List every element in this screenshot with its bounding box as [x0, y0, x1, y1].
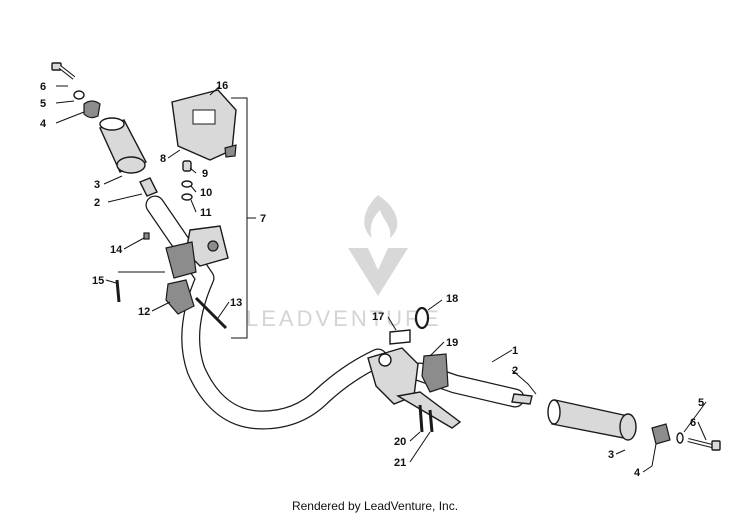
grip-insert-lower — [511, 393, 533, 405]
part-label-10: 10 — [200, 187, 212, 199]
part-label-19: 19 — [446, 337, 458, 349]
part-label-14: 14 — [110, 244, 123, 256]
watermark-text: LEADVENTURE — [246, 306, 442, 331]
part-label-6-lower: 6 — [690, 417, 696, 429]
part-label-3-lower: 3 — [608, 449, 614, 461]
bar-end-weight-lower — [651, 423, 671, 445]
screw-13 — [194, 296, 228, 330]
screw-20 — [418, 404, 424, 433]
lock-washer — [181, 180, 193, 188]
washer-lower — [676, 432, 684, 444]
switch-assembly — [165, 225, 229, 279]
set-screw — [182, 160, 192, 172]
footer-credit: Rendered by LeadVenture, Inc. — [291, 499, 459, 513]
switch-cover — [171, 89, 237, 161]
part-label-5-upper: 5 — [40, 98, 46, 110]
part-label-7: 7 — [260, 213, 266, 225]
part-label-3-upper: 3 — [94, 179, 100, 191]
part-label-4-lower: 4 — [634, 467, 641, 479]
grip-lower — [547, 399, 637, 441]
end-bolt-upper — [51, 62, 76, 80]
bar-end-weight-upper — [83, 100, 101, 119]
part-label-4-upper: 4 — [40, 118, 47, 130]
decal — [389, 329, 411, 345]
part-label-12: 12 — [138, 306, 150, 318]
end-bolt-lower — [687, 438, 721, 451]
part-label-18: 18 — [446, 293, 458, 305]
part-label-1: 1 — [512, 345, 518, 357]
part-label-2-lower: 2 — [512, 365, 518, 377]
screw-14 — [143, 232, 150, 240]
part-label-8: 8 — [160, 153, 166, 165]
part-label-5-lower: 5 — [698, 397, 704, 409]
part-label-16: 16 — [216, 80, 228, 92]
throttle-housing — [421, 353, 449, 393]
o-ring — [414, 306, 430, 330]
part-label-11: 11 — [200, 207, 212, 219]
part-label-17: 17 — [372, 311, 384, 323]
part-label-2-upper: 2 — [94, 197, 100, 209]
leadventure-watermark-logo — [348, 195, 408, 296]
screw-21 — [428, 409, 434, 433]
flat-washer — [181, 193, 193, 201]
grip-upper — [99, 117, 147, 174]
part-label-6-upper: 6 — [40, 81, 46, 93]
washer-upper — [73, 90, 85, 100]
screw-15 — [115, 279, 121, 303]
part-label-21: 21 — [394, 457, 406, 469]
switch-lower-housing — [165, 279, 195, 315]
brake-master-cylinder — [367, 347, 462, 429]
part-label-20: 20 — [394, 436, 406, 448]
part-label-9: 9 — [202, 168, 208, 180]
part-label-15: 15 — [92, 275, 104, 287]
grip-insert-upper — [139, 177, 158, 197]
part-label-13: 13 — [230, 297, 242, 309]
